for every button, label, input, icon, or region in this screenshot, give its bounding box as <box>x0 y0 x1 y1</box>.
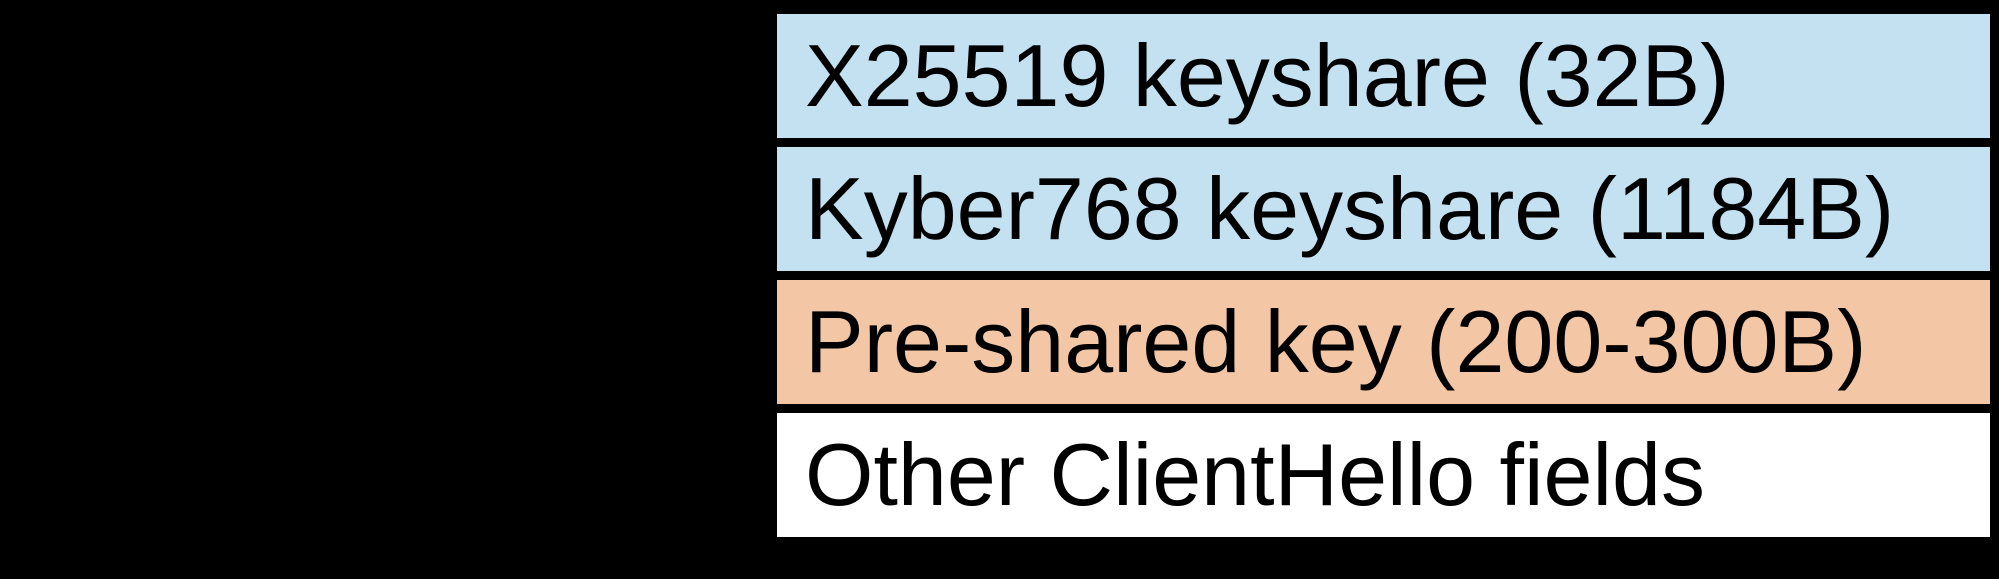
box-x25519-keyshare: X25519 keyshare (32B) <box>777 14 1990 138</box>
box-label-pre-shared-key: Pre-shared key (200-300B) <box>805 292 1867 391</box>
box-pre-shared-key: Pre-shared key (200-300B) <box>777 271 1990 404</box>
box-label-other-clienthello-fields: Other ClientHello fields <box>805 425 1705 524</box>
clienthello-stack: X25519 keyshare (32B) Kyber768 keyshare … <box>768 5 1999 546</box>
box-label-kyber768-keyshare: Kyber768 keyshare (1184B) <box>805 159 1895 258</box>
box-label-x25519-keyshare: X25519 keyshare (32B) <box>805 26 1730 125</box>
box-other-clienthello-fields: Other ClientHello fields <box>777 404 1990 537</box>
box-kyber768-keyshare: Kyber768 keyshare (1184B) <box>777 138 1990 271</box>
